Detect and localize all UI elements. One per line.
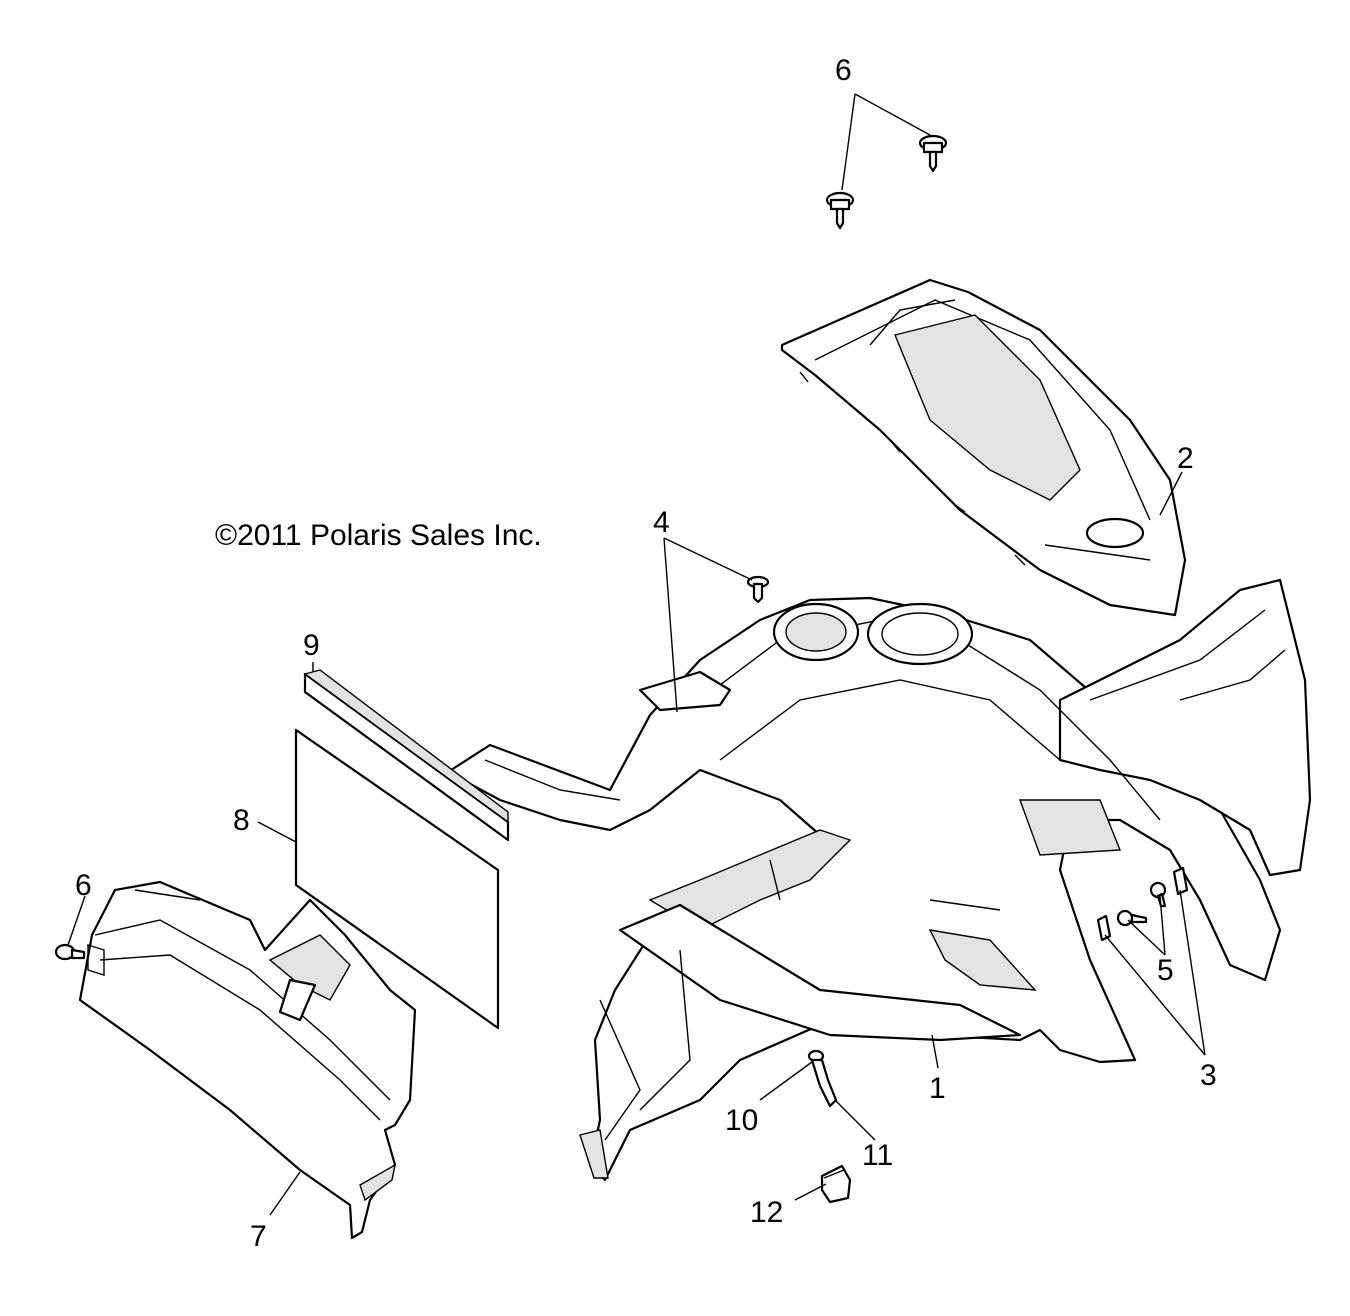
- part-9-foam-strip: [303, 669, 510, 842]
- part-3-clips: [1096, 866, 1189, 942]
- callout-4: 4: [653, 506, 670, 539]
- callout-2: 2: [1177, 442, 1194, 475]
- callout-9: 9: [303, 629, 320, 662]
- part-5-screws: [1116, 881, 1167, 927]
- part-8-decal-sheet: [294, 728, 500, 1030]
- copyright-notice: ©2011 Polaris Sales Inc.: [215, 519, 542, 552]
- callout-10: 10: [725, 1104, 758, 1137]
- callout-8: 8: [233, 804, 250, 837]
- part-7-side-panel: [54, 880, 417, 1240]
- part-1-front-fender: [446, 578, 1312, 1182]
- part-12-clamp: [820, 1164, 852, 1204]
- callout-12: 12: [750, 1196, 783, 1229]
- callout-7: 7: [250, 1220, 267, 1253]
- callout-5: 5: [1157, 954, 1174, 987]
- callout-6-top: 6: [835, 54, 852, 87]
- part-2-cover: [780, 278, 1187, 617]
- part-10-11-hose: [807, 1049, 838, 1108]
- part-6-push-rivets-top: [825, 134, 948, 230]
- callout-6-left: 6: [75, 869, 92, 902]
- callout-1: 1: [929, 1072, 946, 1105]
- leader-lines: [67, 93, 1206, 1216]
- callout-3: 3: [1200, 1059, 1217, 1092]
- callout-11: 11: [862, 1139, 893, 1172]
